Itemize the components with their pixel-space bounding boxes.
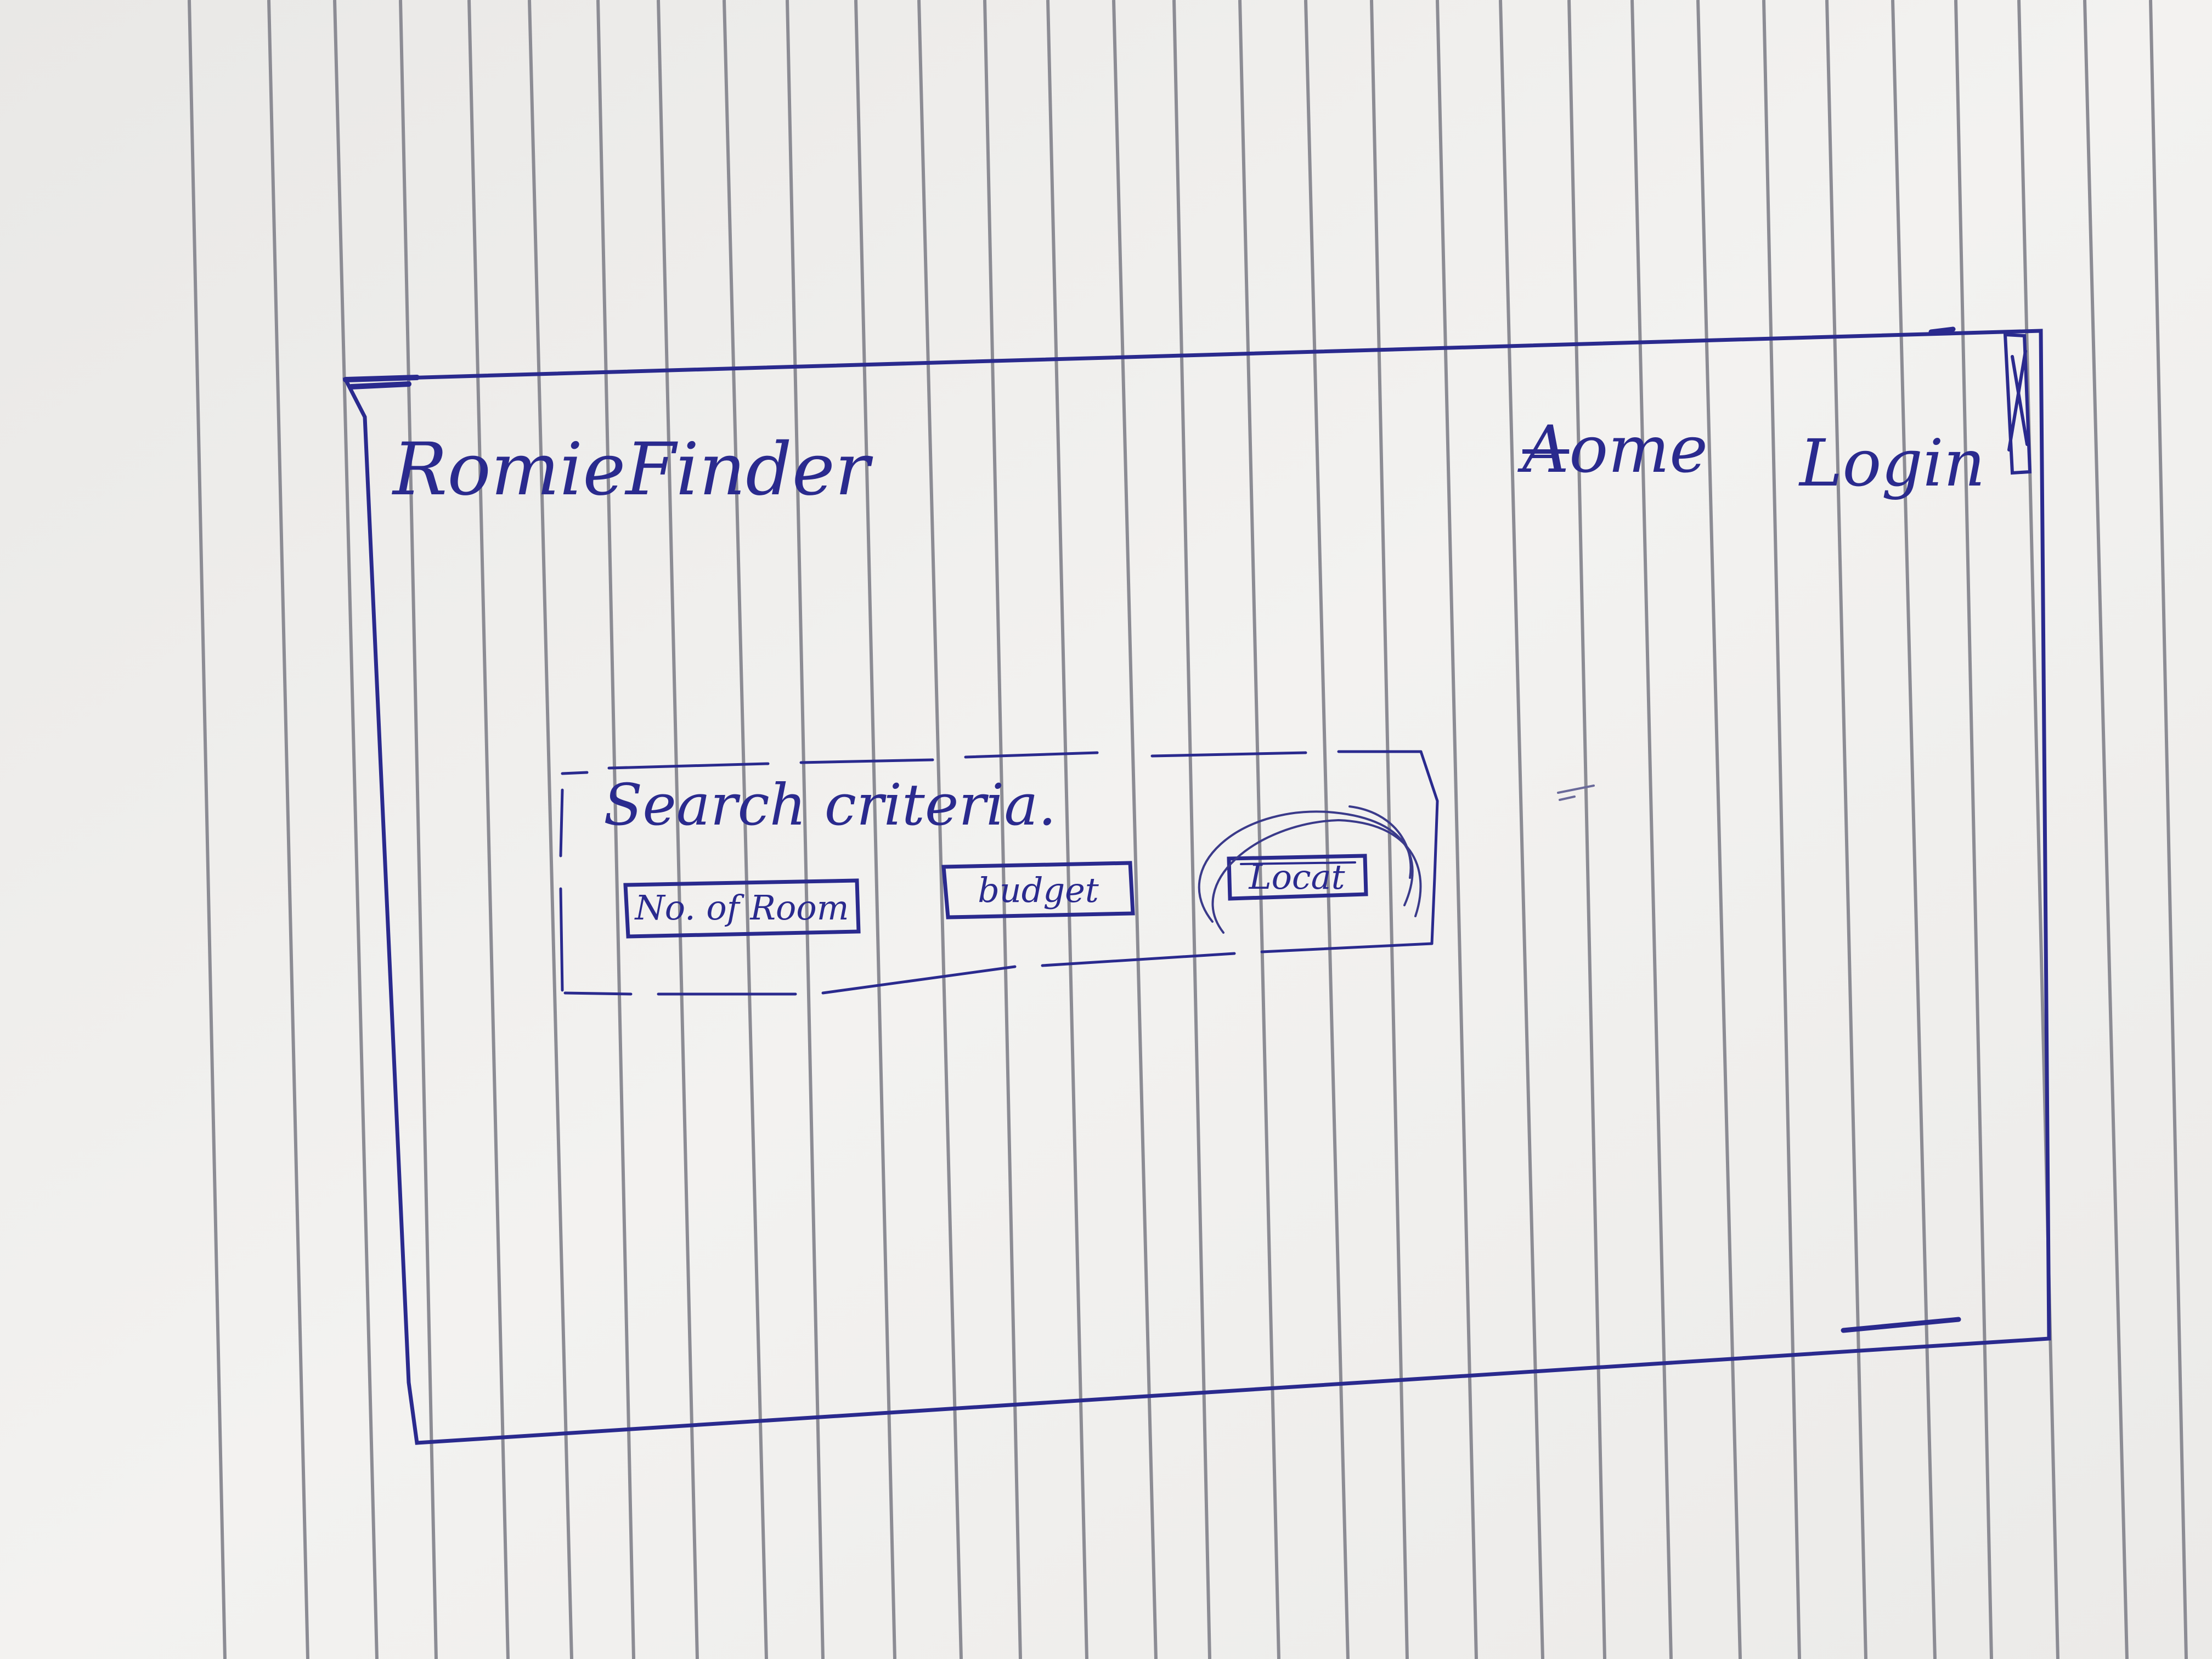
ruled-line — [188, 0, 227, 1659]
ruled-line — [786, 0, 825, 1659]
circle-annotation — [1198, 805, 1422, 934]
ruled-line — [1172, 0, 1211, 1659]
nav-home-struck-letter: A — [1522, 411, 1570, 487]
ruled-line — [1891, 0, 1937, 1659]
ruled-line — [1954, 0, 1993, 1659]
search-panel — [559, 750, 1439, 996]
ruled-line — [1762, 0, 1801, 1659]
filter-budget[interactable]: budget — [978, 870, 1099, 910]
filter-chip-outlines — [623, 854, 1368, 939]
filter-number-of-rooms[interactable]: No. of Room — [635, 888, 849, 928]
ruled-line — [1436, 0, 1478, 1659]
nav-link-home[interactable]: Aome — [1522, 417, 1708, 482]
ruled-line — [1112, 0, 1158, 1659]
ruled-line — [1696, 0, 1742, 1659]
filter-location[interactable]: Locat — [1249, 857, 1345, 897]
ruled-line — [596, 0, 635, 1659]
ruled-line — [1238, 0, 1280, 1659]
ruled-line — [723, 0, 768, 1659]
ruled-line — [333, 0, 379, 1659]
ruled-line — [2017, 0, 2059, 1659]
search-criteria-title: Search criteria. — [603, 771, 1057, 838]
ruled-line — [399, 0, 438, 1659]
ruled-line — [528, 0, 573, 1659]
wireframe-window — [342, 326, 2051, 1445]
ruled-line — [983, 0, 1022, 1659]
ruled-line — [2083, 0, 2129, 1659]
ruled-line — [467, 0, 510, 1659]
ruled-line — [1630, 0, 1673, 1659]
nav-home-label: ome — [1569, 411, 1708, 487]
corner-close-icon[interactable] — [2003, 332, 2032, 475]
ruled-line — [1499, 0, 1544, 1659]
ruled-lines — [188, 0, 2188, 1659]
ruled-line — [1046, 0, 1088, 1659]
brand-logo[interactable]: RomieFinder — [393, 427, 870, 512]
ruled-line — [917, 0, 963, 1659]
ruled-line — [1825, 0, 1867, 1659]
ruled-line — [1567, 0, 1606, 1659]
ruled-line — [2149, 0, 2188, 1659]
nav-link-login[interactable]: Login — [1799, 425, 1985, 501]
stray-marks — [1557, 785, 1595, 801]
ruled-line — [657, 0, 699, 1659]
ruled-line — [854, 0, 896, 1659]
ruled-line — [267, 0, 309, 1659]
